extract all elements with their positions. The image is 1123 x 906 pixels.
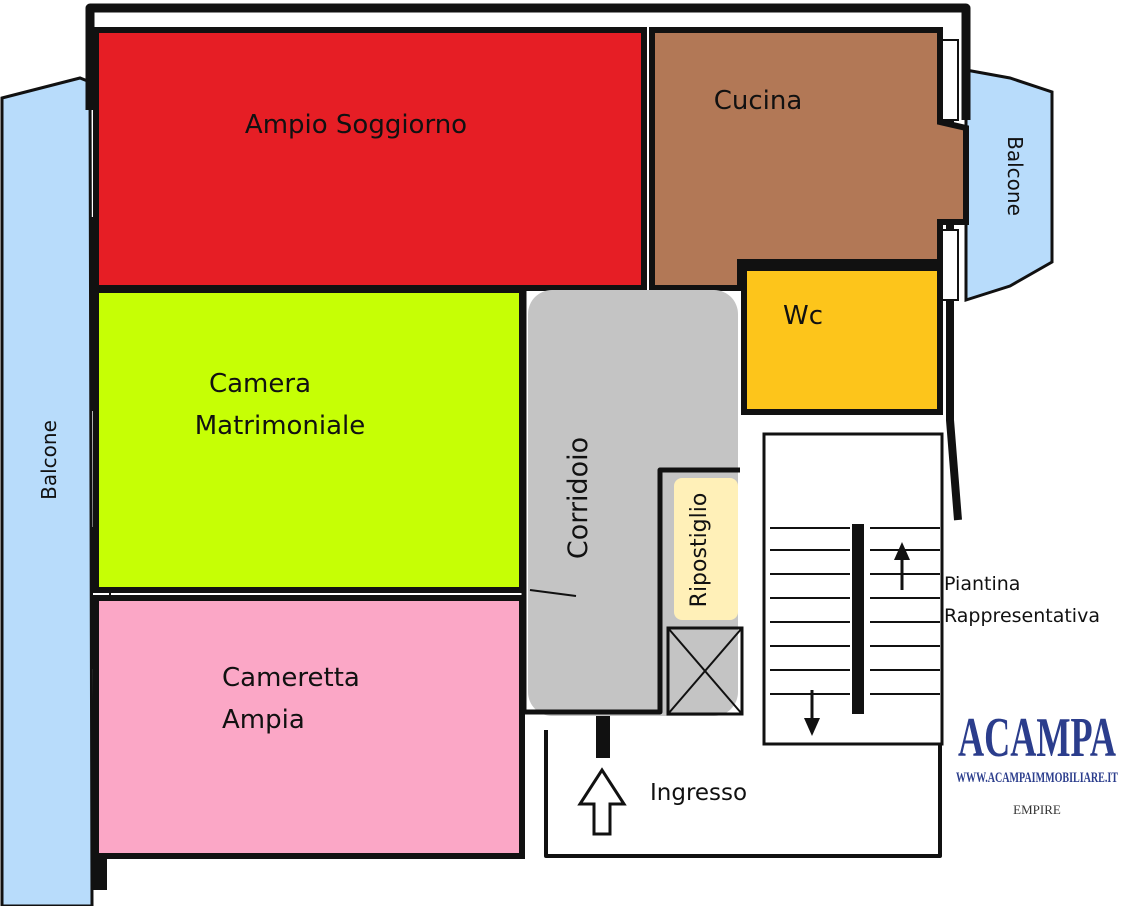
entrance-arrow-icon [577, 767, 627, 836]
acampa-logo: ACAMPA WWW.ACAMPAIMMOBILIARE.IT EMPIRE [956, 707, 1118, 817]
stair-rail [852, 524, 864, 714]
soggiorno-label: Ampio Soggiorno [245, 110, 467, 140]
logo-brand: ACAMPA [958, 707, 1116, 769]
camera-label-line1: Camera [209, 369, 311, 399]
ingresso-label: Ingresso [650, 780, 747, 806]
balcone-left-label: Balcone [37, 420, 61, 500]
cucina-label: Cucina [714, 86, 803, 116]
corridoio-divider [529, 589, 577, 597]
ripostiglio-area [674, 478, 738, 620]
exterior-wall-top [85, 3, 971, 120]
balcone-left-area [0, 76, 94, 906]
stair-arrow-down-head [804, 718, 820, 736]
shaft-cross [667, 627, 743, 715]
soggiorno-area [93, 27, 647, 291]
balcone-right-label: Balcone [1003, 136, 1027, 216]
note-line2: Rappresentativa [944, 605, 1100, 627]
cucina-area [649, 27, 969, 291]
cameretta-label-line2: Ampia [222, 705, 305, 735]
corridoio-wall [521, 288, 740, 715]
entrance-door [596, 716, 610, 758]
stairs [770, 527, 940, 695]
balcone-right-area [964, 68, 1054, 303]
logo-network: EMPIRE [1013, 802, 1061, 817]
camera-area [93, 287, 525, 593]
ripostiglio-label: Ripostiglio [687, 493, 712, 608]
cameretta-area [93, 595, 525, 859]
note-line1: Piantina [944, 573, 1020, 595]
logo-website: WWW.ACAMPAIMMOBILIARE.IT [956, 770, 1118, 786]
cameretta-label-line1: Cameretta [222, 663, 360, 693]
corridoio-label: Corridoio [563, 437, 594, 559]
stair-arrow-up-head [894, 542, 910, 560]
camera-label-line2: Matrimoniale [195, 411, 366, 441]
wc-label: Wc [783, 301, 823, 331]
ingresso-wall [544, 730, 942, 858]
shaft [666, 626, 744, 716]
wc-area [741, 265, 943, 415]
